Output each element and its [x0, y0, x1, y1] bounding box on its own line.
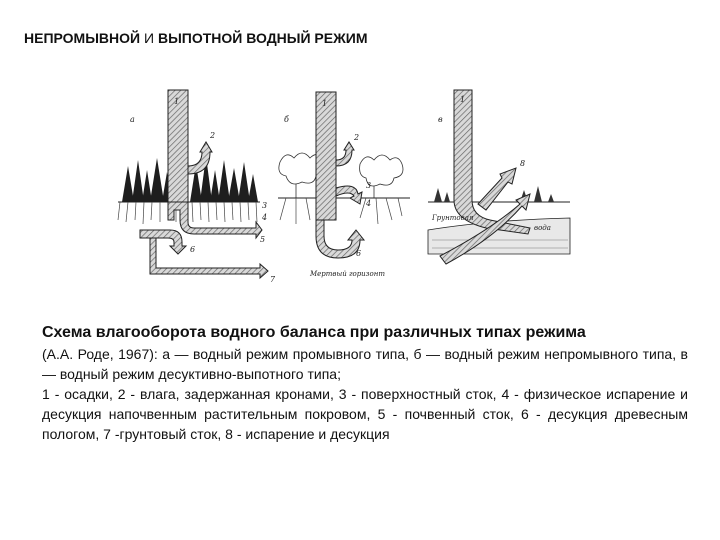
caption-title: Схема влагооборота водного баланса при р…	[42, 324, 586, 341]
title-part-3: ВЫПОТНОЙ ВОДНЫЙ РЕЖИМ	[157, 30, 368, 46]
caption: Схема влагооборота водного баланса при р…	[42, 322, 688, 444]
svg-text:3: 3	[262, 201, 267, 210]
svg-text:6: 6	[190, 245, 195, 254]
caption-legend: 1 - осадки, 2 - влага, задержанная крона…	[42, 386, 688, 442]
svg-text:4: 4	[261, 213, 267, 222]
panel-b: б 1 2 3 4 6 Мертвый горизонт	[278, 91, 410, 278]
caption-source: (А.А. Роде, 1967): а — водный режим пром…	[42, 346, 688, 382]
svg-text:3: 3	[366, 181, 371, 190]
svg-text:в: в	[438, 115, 443, 124]
panel-a: а 1 2 3 4 5 6 7	[117, 89, 276, 284]
slide-title: НЕПРОМЫВНОЙ И ВЫПОТНОЙ ВОДНЫЙ РЕЖИМ	[24, 30, 368, 46]
panel-c: в 1 8 Грунтовая вода	[427, 89, 571, 265]
svg-text:1: 1	[322, 99, 327, 108]
water-regime-diagram: а 1 2 3 4 5 6 7	[110, 70, 590, 300]
svg-text:8: 8	[520, 159, 525, 168]
svg-text:6: 6	[356, 249, 361, 258]
groundwater-text: Грунтовая	[431, 214, 474, 222]
groundwater-label: Грунтовая	[431, 214, 474, 222]
title-part-2: И	[144, 30, 155, 46]
title-part-1: НЕПРОМЫВНОЙ	[24, 30, 141, 46]
svg-text:2: 2	[353, 133, 359, 142]
svg-text:1: 1	[460, 95, 465, 104]
svg-text:1: 1	[174, 97, 179, 106]
dead-horizon-text: Мертвый горизонт	[309, 270, 385, 278]
svg-text:4: 4	[365, 199, 371, 208]
svg-text:7: 7	[270, 275, 276, 284]
svg-text:2: 2	[209, 131, 215, 140]
svg-text:5: 5	[260, 235, 265, 244]
svg-text:а: а	[130, 115, 135, 124]
svg-text:б: б	[284, 115, 289, 124]
water-label: вода	[534, 224, 551, 232]
dead-horizon-label: Мертвый горизонт	[309, 270, 385, 278]
water-text: вода	[534, 224, 551, 232]
